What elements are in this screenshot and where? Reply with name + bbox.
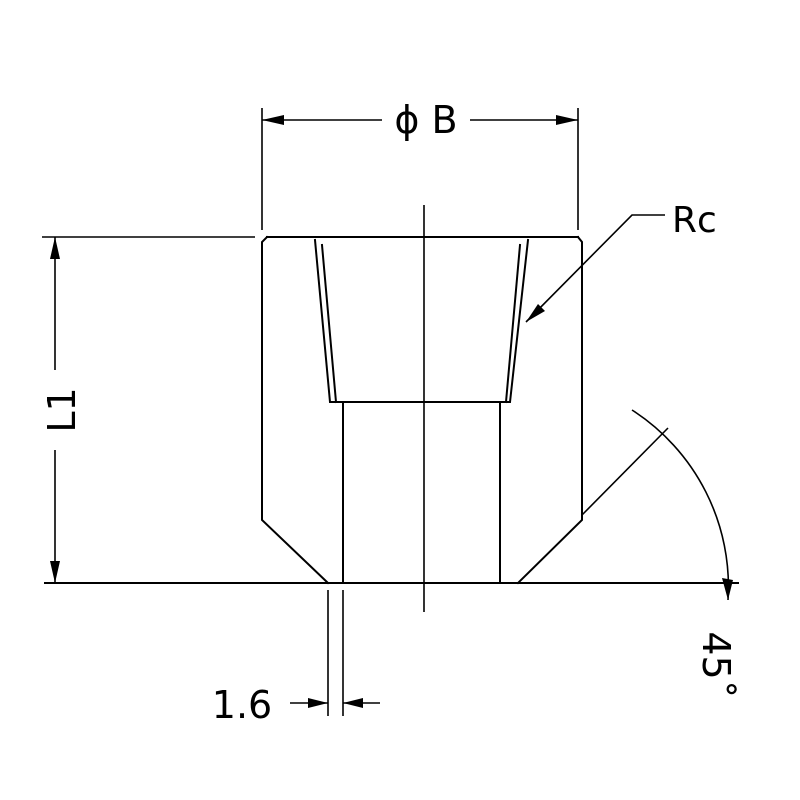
chamfer-dimension: 1.6 [212, 590, 380, 727]
angle-dimension: 45˚ [581, 409, 738, 699]
diameter-label: ϕ B [394, 98, 457, 142]
diameter-dimension: ϕ B [261, 98, 579, 230]
part-outline [44, 235, 739, 585]
length-dimension: L1 [40, 236, 255, 583]
chamfer-label: 1.6 [212, 683, 272, 727]
length-label: L1 [40, 387, 84, 432]
thread-label: Rc [672, 200, 717, 241]
angle-label: 45˚ [694, 631, 738, 698]
thread-leader: Rc [525, 200, 717, 323]
